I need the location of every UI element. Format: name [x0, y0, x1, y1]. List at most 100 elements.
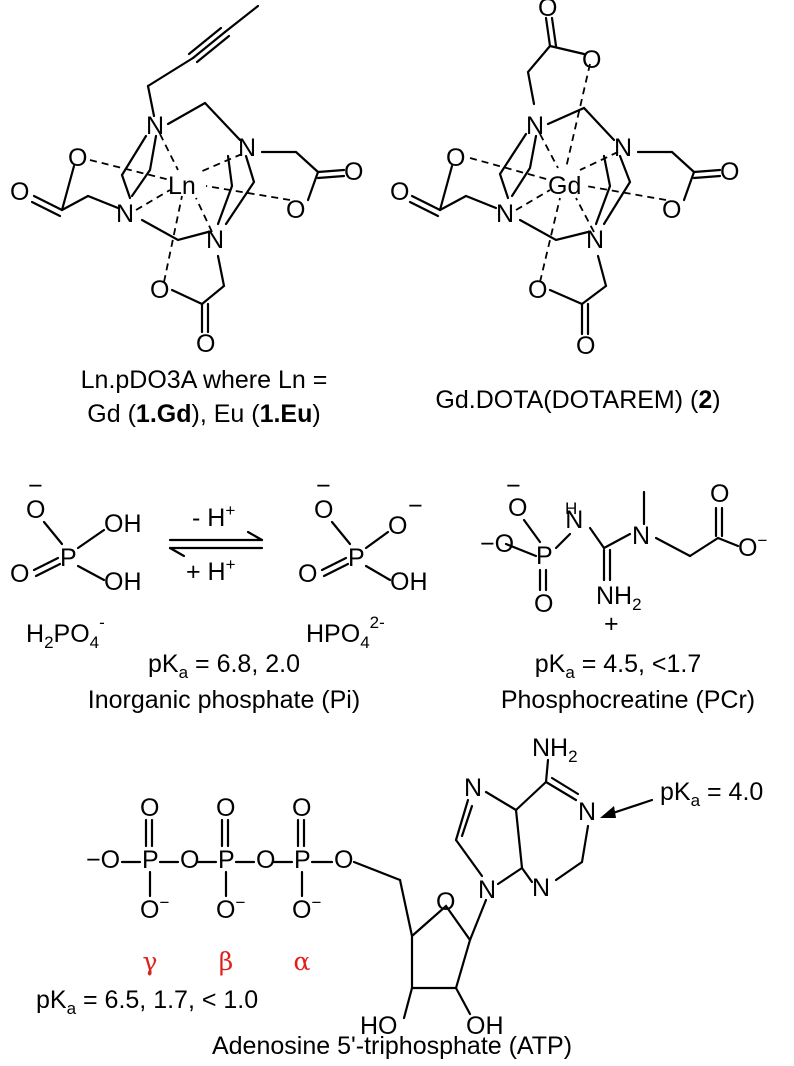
atom-nh: HN — [565, 499, 583, 534]
atom-p: P — [536, 542, 553, 570]
inorganic-phosphate-structure: − O P OH OH O - H+ + H+ − O P O − OH O H… — [10, 472, 428, 714]
triple-bond — [187, 26, 223, 56]
atp-name: Adenosine 5'-triphosphate (ATP) — [212, 1032, 572, 1060]
ring-bonds — [216, 154, 234, 226]
bond — [330, 520, 352, 546]
ribose-ring — [410, 904, 472, 990]
atom-p: P — [60, 544, 77, 572]
phosphate-pka: pKa = 6.8, 2.0 — [148, 650, 300, 682]
atom-o: O — [390, 178, 409, 206]
bond — [580, 824, 590, 864]
atom-o: O — [140, 794, 159, 822]
amine-label: NH2 — [532, 734, 578, 766]
atom-o: O — [344, 158, 363, 186]
bond — [402, 986, 414, 1020]
reverse-arrow-head — [168, 546, 186, 558]
bond — [716, 536, 740, 548]
atom-n: N — [496, 200, 514, 228]
bond — [522, 518, 542, 544]
phosphocreatine-structure: − O −O P O HN N O O− NH2 + pKa = 4.5, <1… — [480, 472, 767, 714]
amine-label: NH2 — [596, 582, 642, 614]
bond — [146, 84, 156, 118]
bond — [438, 164, 454, 212]
atom-o: O — [314, 496, 333, 524]
n1-pka: pKa = 4.0 — [660, 778, 763, 810]
bond — [544, 758, 550, 784]
ring-bonds — [224, 154, 256, 226]
atom-oh: OH — [104, 510, 142, 538]
gamma-label: γ — [143, 947, 158, 976]
bond — [602, 532, 632, 550]
ln-pdo3a-caption-line1: Ln.pDO3A where Ln = — [81, 366, 328, 394]
atom-p-gamma: P — [142, 846, 159, 874]
double-bond — [316, 174, 346, 180]
bond — [364, 530, 390, 550]
bond — [438, 194, 498, 212]
atom-n: N — [614, 134, 632, 162]
atom-n: N — [146, 112, 164, 140]
gd-dota-structure: O O N N N N Gd O O O O O O Gd.DOTA(DOTAR… — [390, 0, 739, 414]
atom-o: O — [180, 846, 199, 874]
atom-n: N — [206, 226, 224, 254]
ring-bonds — [130, 134, 158, 198]
coordination-bond — [579, 151, 619, 171]
atom-o: O — [216, 794, 235, 822]
atom-n: N — [586, 226, 604, 254]
charge-minus: − — [316, 472, 331, 500]
triple-bond — [195, 34, 231, 64]
atom-n: N — [632, 522, 650, 550]
atom-o: O — [10, 178, 29, 206]
atom-o: O — [334, 846, 353, 874]
coordination-bond — [199, 153, 243, 173]
double-bond — [550, 16, 558, 48]
atom-o: O — [298, 560, 317, 588]
bond — [484, 790, 518, 812]
bond — [398, 878, 414, 938]
bond — [548, 288, 584, 306]
double-bond — [544, 16, 552, 48]
ln-pdo3a-caption-line2: Gd (1.Gd), Eu (1.Eu) — [87, 400, 320, 428]
double-bond — [34, 562, 62, 578]
ring-bonds — [140, 218, 210, 242]
atom-o: O — [26, 496, 45, 524]
atom-p-beta: P — [218, 846, 235, 874]
coordination-bond — [159, 133, 179, 171]
bond — [454, 986, 472, 1016]
bond — [223, 4, 260, 34]
phosphocreatine-name: Phosphocreatine (PCr) — [501, 686, 755, 714]
charge-minus: − — [408, 492, 423, 520]
bond — [454, 838, 484, 878]
atp-structure: −O P O O− O P O O− O P O O− O O HO — [36, 734, 763, 1060]
metal-center: Ln — [168, 172, 196, 200]
phosphate-name: Inorganic phosphate (Pi) — [88, 686, 360, 714]
deprotonation-label: - H+ — [192, 501, 235, 532]
bond — [260, 150, 320, 174]
coordination-bond — [539, 197, 561, 283]
metal-center: Gd — [548, 172, 581, 200]
bond — [76, 564, 106, 582]
double-bond — [30, 200, 62, 218]
ring-bonds — [166, 101, 242, 142]
bond — [514, 780, 548, 812]
atom-n: N — [526, 112, 544, 140]
atom-n3: N — [532, 874, 550, 902]
bond — [654, 536, 692, 558]
bond — [42, 520, 64, 546]
double-bond — [316, 168, 346, 174]
coordination-bond — [585, 185, 667, 201]
gd-dota-caption: Gd.DOTA(DOTAREM) (2) — [435, 386, 720, 414]
double-bond — [408, 200, 440, 218]
atom-o-minus: −O — [86, 846, 120, 874]
atom-o: O — [508, 494, 527, 522]
coordination-bond — [163, 195, 183, 283]
glycosidic-bond — [468, 898, 488, 942]
atom-o: O — [576, 332, 595, 360]
forward-arrow-head — [246, 530, 264, 542]
atom-p: P — [348, 544, 365, 572]
double-bond — [692, 168, 722, 174]
ring-fusion — [496, 808, 524, 886]
phosphocreatine-pka: pKa = 4.5, <1.7 — [535, 650, 702, 682]
atom-o: O — [538, 0, 557, 22]
atom-n1: N — [578, 798, 596, 826]
